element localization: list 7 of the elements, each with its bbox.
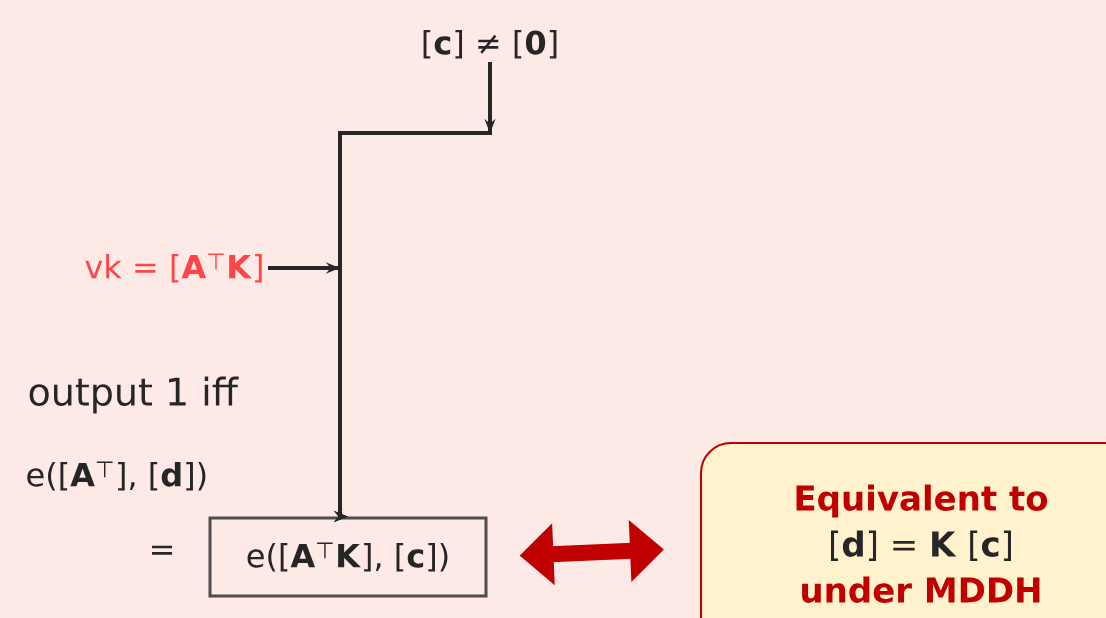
condition-text: output 1 iff xyxy=(29,376,239,414)
equals-sign: = xyxy=(152,545,172,555)
key-text: vk = [A$^{⊤}$K] xyxy=(85,253,262,283)
formula-box: e([A$^{⊤}$K], [c]) xyxy=(208,516,488,598)
note-box: Equivalent to [d] = K [c] under MDDH xyxy=(700,442,1106,618)
formula-text: e([A$^{⊤}$], [d]) xyxy=(27,461,206,491)
condition-text: [c] ≠ [0] xyxy=(423,29,557,59)
